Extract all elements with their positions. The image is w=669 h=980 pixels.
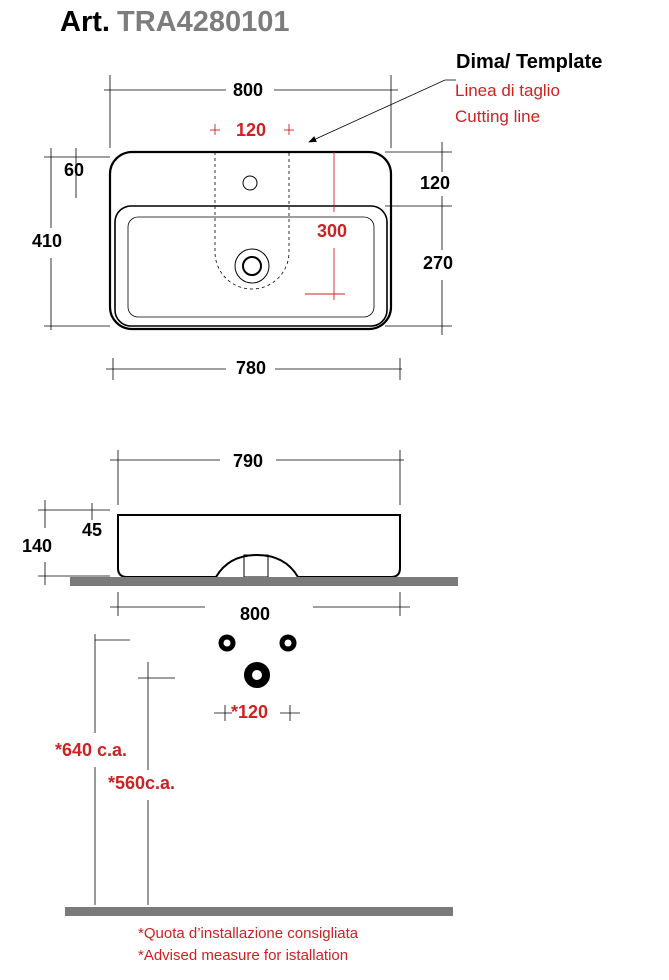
article-prefix: Art.: [60, 6, 110, 38]
dim-total-depth: 410: [32, 231, 63, 251]
dim-side-base-width: 800: [240, 604, 271, 624]
cutting-line-it: Linea di taglio: [455, 81, 560, 100]
dim-install-height-upper: *640 c.a.: [55, 740, 128, 760]
drain-hole: [244, 662, 270, 688]
mount-hole-left: [218, 634, 236, 652]
drain-pipe: [243, 554, 269, 578]
template-cutout: [214, 152, 290, 290]
basin-outline: [108, 150, 393, 331]
article-code: TRA4280101: [117, 6, 290, 38]
mount-hole-right: [279, 634, 297, 652]
dim-rear-margin: 60: [64, 160, 85, 180]
dim-tap-spacing: 120: [236, 120, 267, 140]
side-profile: [117, 514, 401, 578]
dim-cutout-depth: 300: [317, 221, 348, 241]
dim-hole-spacing: *120: [231, 702, 269, 722]
footnote-it: *Quota d’installazione consigliata: [138, 925, 359, 942]
top-view-dimensions: [44, 75, 456, 380]
side-view-dimensions: [38, 450, 410, 616]
drain-inner: [242, 256, 262, 276]
floor: [65, 907, 453, 916]
dim-overall-width: 800: [233, 80, 264, 100]
side-view: [70, 514, 458, 586]
counter-top: [70, 577, 458, 586]
red-dimensions: [210, 124, 345, 300]
dim-rim: 45: [82, 520, 103, 540]
dim-bowl-depth: 270: [423, 253, 454, 273]
bowl-outline: [127, 216, 375, 318]
dim-base-width: 780: [236, 358, 267, 378]
tap-hole: [242, 175, 258, 191]
top-view: [108, 150, 393, 331]
footnote-en: *Advised measure for istallation: [138, 947, 349, 964]
dim-side-height: 140: [22, 536, 53, 556]
basin-inner-rim: [114, 205, 388, 327]
template-title: Dima/ Template: [456, 51, 603, 73]
install-view: [65, 634, 453, 916]
dim-side-top-width: 790: [233, 451, 264, 471]
cutting-line-en: Cutting line: [455, 107, 541, 126]
dim-install-height-lower: *560c.a.: [108, 773, 176, 793]
dim-deck-depth: 120: [420, 173, 451, 193]
drain-outer: [234, 248, 270, 284]
